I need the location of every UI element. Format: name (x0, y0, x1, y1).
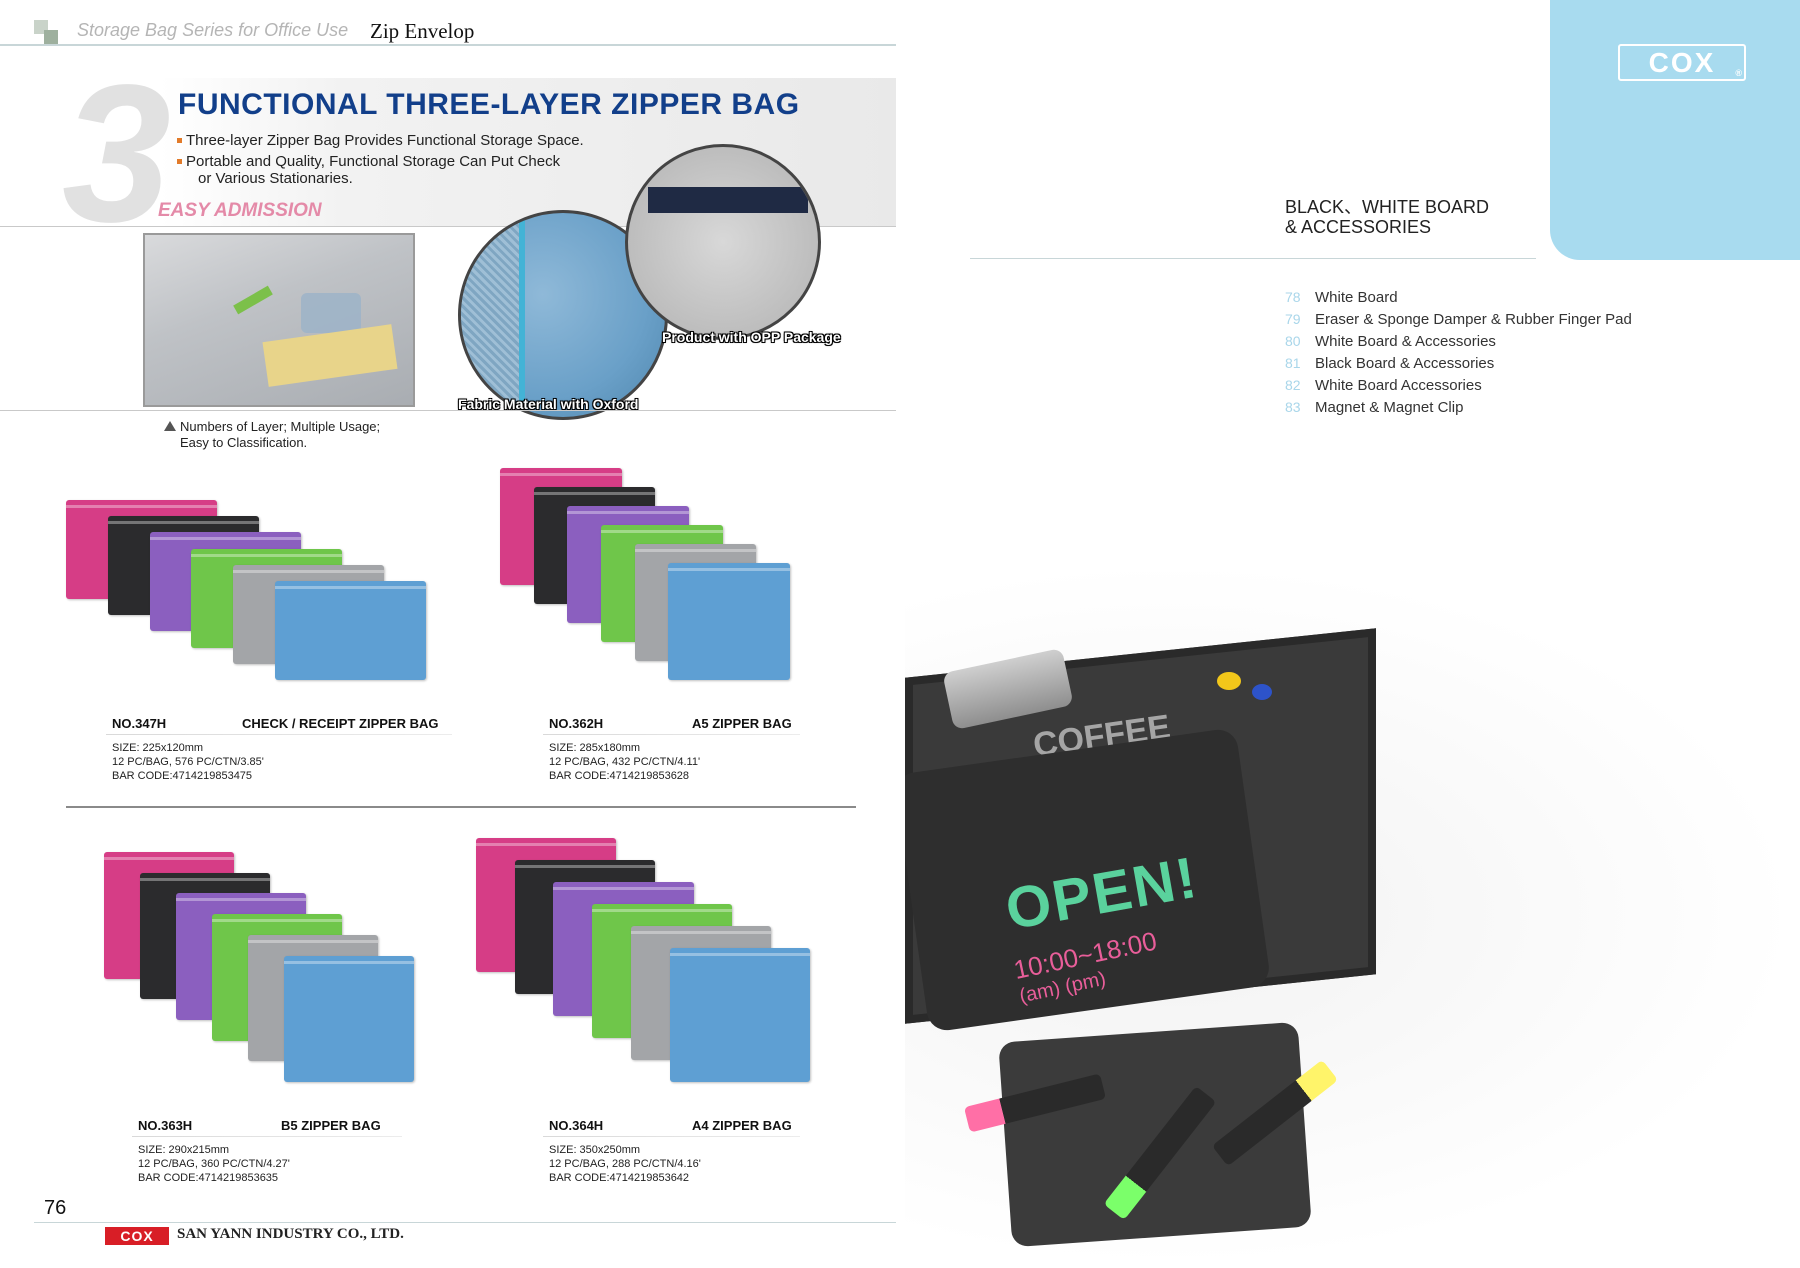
feature-bullet: Portable and Quality, Functional Storage… (176, 153, 561, 170)
divider (0, 410, 896, 411)
product-photo-364h (476, 838, 810, 1082)
product-rule (106, 734, 452, 735)
toc-label: White Board Accessories (1315, 377, 1482, 394)
product-pack: 12 PC/BAG, 576 PC/CTN/3.85' (112, 756, 264, 768)
usage-note-line: Easy to Classification. (180, 435, 308, 450)
product-size: SIZE: 290x215mm (138, 1144, 230, 1156)
product-barcode: BAR CODE:4714219853635 (138, 1172, 279, 1184)
product-rule (543, 734, 800, 735)
feature-number: 3 (62, 44, 172, 263)
usage-note-line: Numbers of Layer; Multiple Usage; (180, 419, 381, 434)
product-photo-363h (104, 852, 414, 1082)
toc-page-number: 83 (1285, 399, 1301, 415)
toc-item[interactable]: 79 Eraser & Sponge Damper & Rubber Finger… (1285, 311, 1632, 328)
section-divider (66, 806, 856, 808)
product-size: SIZE: 225x120mm (112, 742, 204, 754)
product-name: A5 ZIPPER BAG (692, 716, 792, 731)
product-pack: 12 PC/BAG, 360 PC/CTN/4.27' (138, 1158, 290, 1170)
package-label: Product with OPP Package (662, 329, 841, 345)
divider (0, 226, 896, 227)
product-rule (543, 1136, 800, 1137)
product-barcode: BAR CODE:4714219853628 (549, 770, 690, 782)
toc-page-number: 79 (1285, 311, 1301, 327)
toc-label: Eraser & Sponge Damper & Rubber Finger P… (1315, 311, 1632, 328)
magnet-yellow (1217, 672, 1241, 690)
toc-label: Black Board & Accessories (1315, 355, 1495, 372)
page-number: 76 (44, 1197, 67, 1219)
footer-divider (34, 1222, 896, 1223)
zipper-bag (669, 947, 810, 1082)
product-pack: 12 PC/BAG, 432 PC/CTN/4.11' (549, 756, 701, 768)
feature-bullet: Three-layer Zipper Bag Provides Function… (177, 132, 584, 149)
header-divider (0, 44, 896, 46)
toc-label: Magnet & Magnet Clip (1315, 399, 1464, 416)
toc-item[interactable]: 82 White Board Accessories (1285, 377, 1482, 394)
toc-item[interactable]: 81 Black Board & Accessories (1285, 355, 1494, 372)
product-number: NO.363H (138, 1118, 193, 1133)
brand-logo: COX® (1618, 44, 1746, 81)
fabric-closeup-photo (458, 210, 668, 420)
triangle-icon (164, 421, 176, 431)
product-rule (132, 1136, 402, 1137)
product-number: NO.347H (112, 716, 167, 731)
header-category: Zip Envelop (370, 19, 475, 43)
product-pack: 12 PC/BAG, 288 PC/CTN/4.16' (549, 1158, 701, 1170)
fabric-label: Fabric Material with Oxford (458, 396, 639, 412)
product-usage-photo (143, 233, 415, 407)
product-number: NO.364H (549, 1118, 604, 1133)
toc-page-number: 80 (1285, 333, 1301, 349)
brand-logo: COX (105, 1227, 169, 1245)
usage-note: Numbers of Layer; Multiple Usage; Easy t… (164, 419, 424, 453)
header-series: Storage Bag Series for Office Use (77, 20, 349, 40)
section-divider (970, 258, 1536, 259)
feature-tagline: EASY ADMISSION (158, 200, 322, 221)
toc-page-number: 78 (1285, 289, 1301, 305)
section-title-line: & ACCESSORIES (1285, 217, 1432, 237)
zipper-bag (668, 563, 790, 680)
section-title: BLACK、WHITE BOARD & ACCESSORIES (1285, 197, 1489, 237)
header-decor-square (44, 30, 58, 44)
toc-label: White Board & Accessories (1315, 333, 1496, 350)
magnet-blue (1252, 684, 1272, 700)
product-number: NO.362H (549, 716, 604, 731)
product-photo-362h (500, 468, 790, 680)
zipper-bag (283, 955, 414, 1082)
product-size: SIZE: 350x250mm (549, 1144, 641, 1156)
toc-item[interactable]: 78 White Board (1285, 289, 1398, 306)
product-name: CHECK / RECEIPT ZIPPER BAG (242, 716, 439, 731)
toc-item[interactable]: 80 White Board & Accessories (1285, 333, 1496, 350)
product-name: A4 ZIPPER BAG (692, 1118, 792, 1133)
product-size: SIZE: 285x180mm (549, 742, 641, 754)
product-photo-347h (66, 500, 426, 680)
chalkboard-photo: COFFEE TIME OPEN! 10:00~18:00 (am) (pm) (905, 560, 1800, 1268)
toc-item[interactable]: 83 Magnet & Magnet Clip (1285, 399, 1463, 416)
chapter-tab (1550, 0, 1800, 260)
brand-logo-text: COX (1648, 47, 1716, 78)
feature-title: FUNCTIONAL THREE-LAYER ZIPPER BAG (178, 88, 800, 121)
company-name: SAN YANN INDUSTRY CO., LTD. (177, 1226, 404, 1242)
package-closeup-photo (625, 144, 821, 340)
product-barcode: BAR CODE:4714219853475 (112, 770, 253, 782)
feature-bullet-continued: or Various Stationaries. (198, 170, 353, 187)
toc-page-number: 81 (1285, 355, 1301, 371)
zipper-bag (274, 581, 426, 680)
product-barcode: BAR CODE:4714219853642 (549, 1172, 690, 1184)
toc-label: White Board (1315, 289, 1398, 306)
product-name: B5 ZIPPER BAG (281, 1118, 381, 1133)
section-title-line: BLACK、WHITE BOARD (1285, 197, 1490, 217)
toc-page-number: 82 (1285, 377, 1301, 393)
